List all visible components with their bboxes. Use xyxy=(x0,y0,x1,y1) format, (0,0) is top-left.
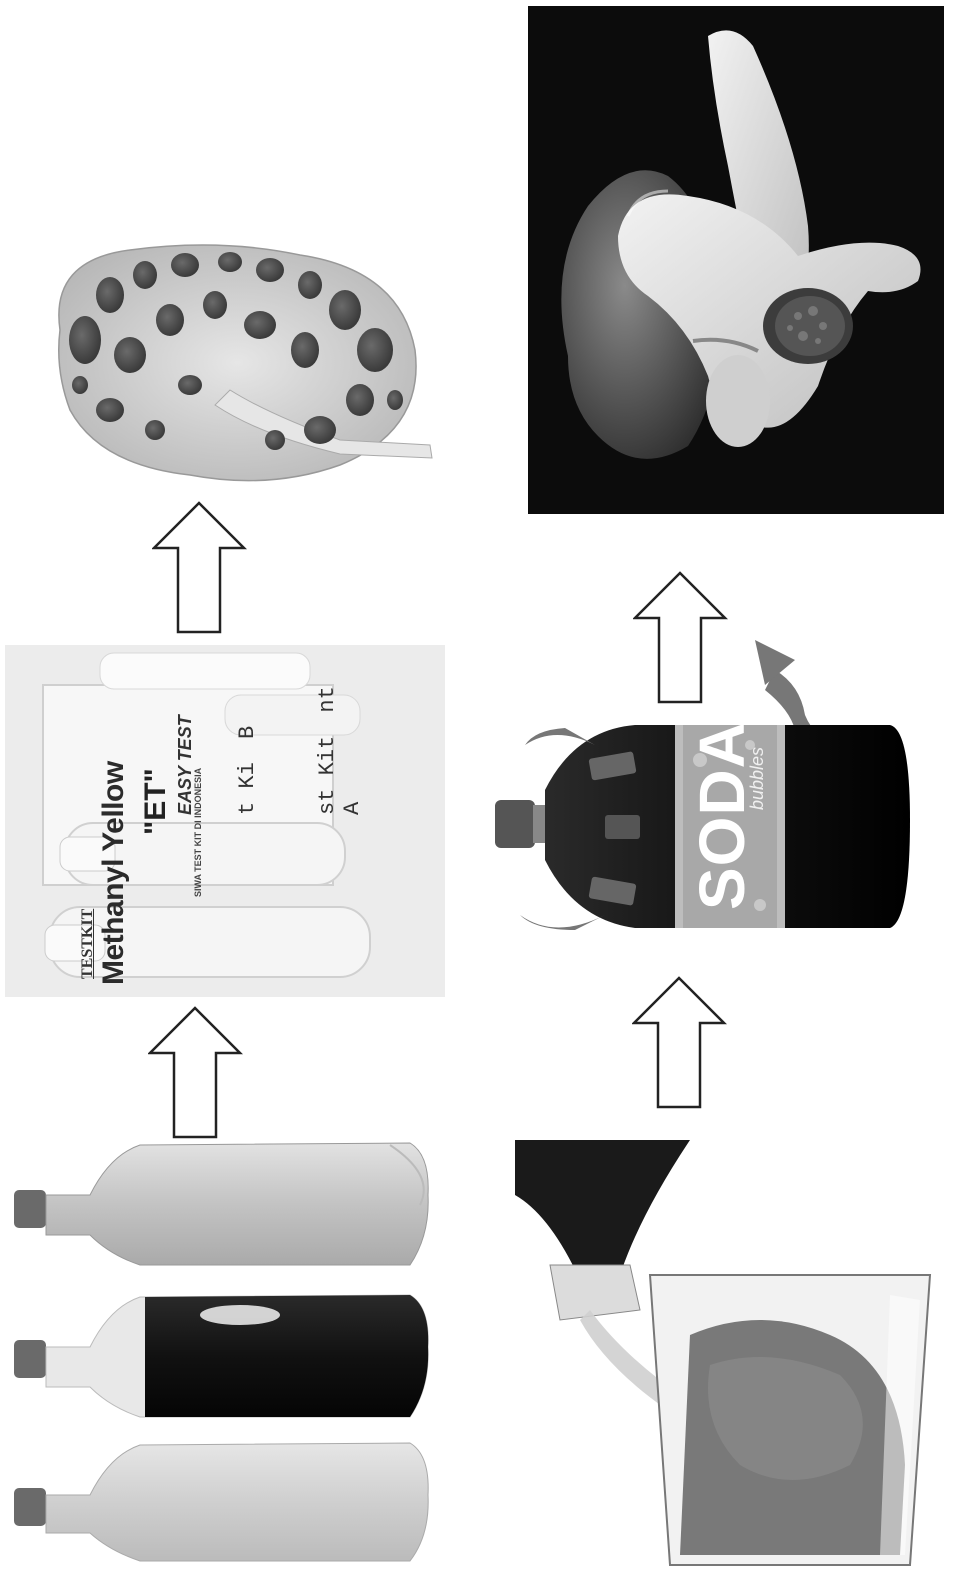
up-arrow-icon xyxy=(148,1005,243,1140)
up-arrow-icon xyxy=(152,500,247,635)
soda-sublabel: bubbles xyxy=(747,747,768,810)
soda-label-group: SODA bubbles xyxy=(675,725,785,930)
test-kit-label-group: TESTKIT Methanyl Yellow "ET" EASY TEST S… xyxy=(65,665,365,985)
testkit-badge: "ET" xyxy=(139,768,173,835)
bottle-b-suffix-text: B xyxy=(235,726,260,739)
testkit-made-in: SIWA TEST KIT DI INDONESIA xyxy=(193,768,203,897)
kidney-icon xyxy=(40,240,440,490)
orange-soda-bottle xyxy=(14,1143,428,1265)
lime-soda-bottle xyxy=(14,1443,428,1561)
cola-bottle xyxy=(14,1295,428,1417)
bottle-b-label-text: t Ki xyxy=(235,762,260,815)
bottle-a-label: st Kit nt A xyxy=(315,665,365,815)
up-arrow-icon xyxy=(633,570,728,705)
up-arrow-icon xyxy=(632,975,727,1110)
cola-pouring-into-glass xyxy=(510,1135,950,1575)
bottle-b-label: t Ki B xyxy=(235,726,260,815)
stomach-icon xyxy=(528,6,944,514)
methanyl-yellow-test-kit: TESTKIT Methanyl Yellow "ET" EASY TEST S… xyxy=(5,645,445,997)
three-soda-bottles xyxy=(10,1135,435,1565)
testkit-product-name: Methanyl Yellow xyxy=(97,761,131,985)
testkit-brand: TESTKIT xyxy=(79,909,97,979)
bottle-a-label-text: st Kit xyxy=(315,736,340,815)
